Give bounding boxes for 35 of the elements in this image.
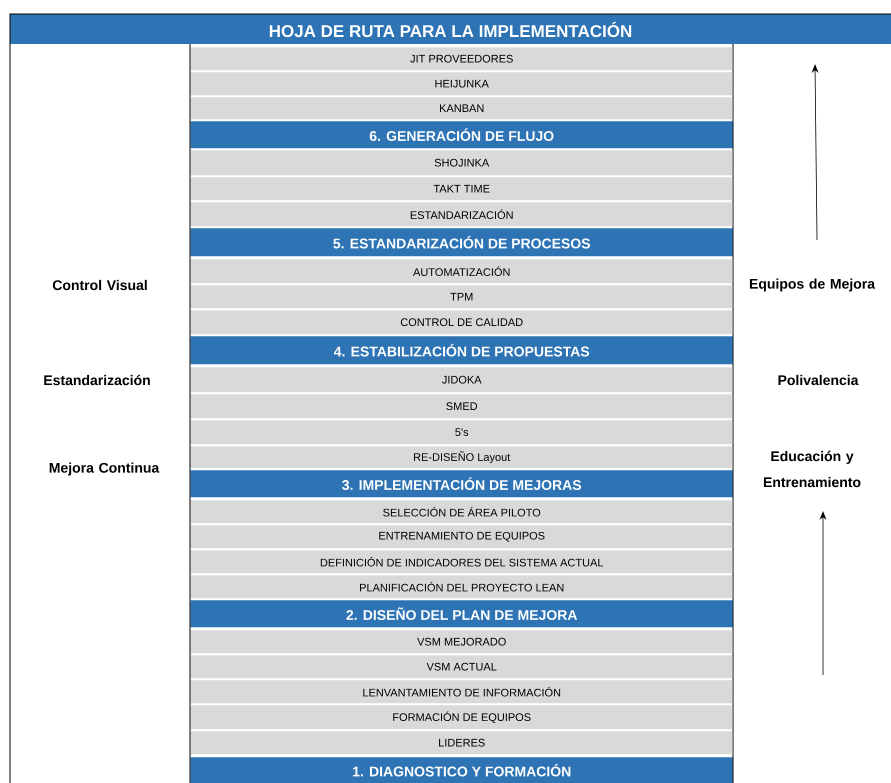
step-header: 1. DIAGNOSTICO Y FORMACIÓN xyxy=(190,757,733,783)
side-label: Estandarización xyxy=(44,374,150,386)
task-row: SMED xyxy=(190,394,733,418)
task-row: VSM MEJORADO xyxy=(190,630,733,654)
task-row: TAKT TIME xyxy=(190,177,733,200)
step-header: 6. GENERACIÓN DE FLUJO xyxy=(190,121,733,148)
task-row: RE-DISEÑO Layout xyxy=(190,446,733,468)
step-header: 2. DISEÑO DEL PLAN DE MEJORA xyxy=(190,600,733,628)
task-row: ESTANDARIZACIÓN xyxy=(190,202,733,226)
step-header: 5. ESTANDARIZACIÓN DE PROCESOS xyxy=(190,228,733,256)
task-row: JIT PROVEEDORES xyxy=(190,47,733,70)
side-label: Control Visual xyxy=(52,280,147,290)
side-label: Polivalencia xyxy=(778,374,859,386)
step-header: 3. IMPLEMENTACIÓN DE MEJORAS xyxy=(190,470,733,498)
task-row: AUTOMATIZACIÓN xyxy=(190,259,733,284)
task-row: FORMACIÓN DE EQUIPOS xyxy=(190,705,733,730)
task-row: HEIJUNKA xyxy=(190,72,733,96)
task-row: PLANIFICACIÓN DEL PROYECTO LEAN xyxy=(190,575,733,598)
task-row: SELECCIÓN DE ÁREA PILOTO xyxy=(190,500,733,524)
task-row: LIDERES xyxy=(190,731,733,754)
task-row: CONTROL DE CALIDAD xyxy=(190,310,733,334)
task-row: VSM ACTUAL xyxy=(190,655,733,678)
side-label: Mejora Continua xyxy=(50,462,160,476)
side-label: Equipos de Mejora xyxy=(750,278,876,292)
task-row: 5's xyxy=(190,420,733,444)
task-row: LENVANTAMIENTO DE INFORMACIÓN xyxy=(190,680,733,704)
task-row: TPM xyxy=(190,285,733,308)
task-row: KANBAN xyxy=(190,97,733,120)
title-band: HOJA DE RUTA PARA LA IMPLEMENTACIÓN xyxy=(10,14,891,44)
task-row: ENTRENAMIENTO DE EQUIPOS xyxy=(190,525,733,548)
side-label: Educación y Entrenamiento xyxy=(764,450,860,488)
step-header: 4. ESTABILIZACIÓN DE PROPUESTAS xyxy=(190,336,733,364)
task-row: SHOJINKA xyxy=(190,150,733,176)
task-row: JIDOKA xyxy=(190,367,733,392)
task-row: DEFINICIÓN DE INDICADORES DEL SISTEMA ACTUAL xyxy=(190,550,733,574)
